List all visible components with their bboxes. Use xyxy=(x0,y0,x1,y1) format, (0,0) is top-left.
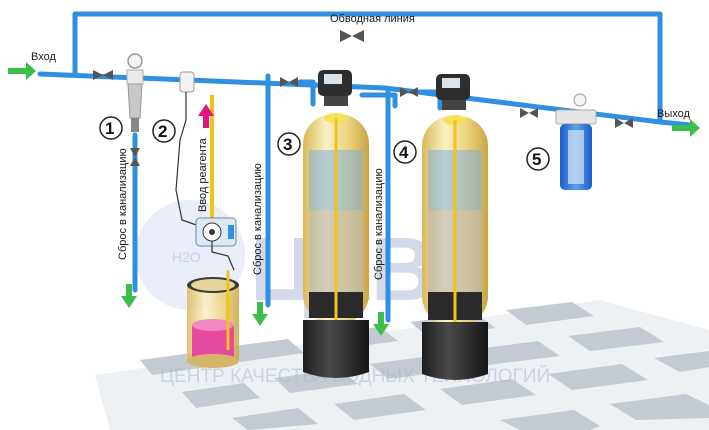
tank3-to-tank4 xyxy=(359,92,398,109)
component-2-dosing-pump xyxy=(175,71,237,271)
valve-tank3 xyxy=(280,77,298,87)
watermark-h2o: H2O xyxy=(172,249,201,265)
component-1-mesh-filter xyxy=(126,53,144,132)
outlet-pipe xyxy=(657,119,693,128)
inlet-arrow xyxy=(8,62,36,80)
drain-arrow-3 xyxy=(252,302,268,326)
outlet-arrow xyxy=(672,119,700,137)
label-drain-3: Сброс в канализацию xyxy=(252,163,264,275)
component-3-filter-tank xyxy=(303,70,369,378)
drain-arrow-4 xyxy=(373,312,389,336)
component-4-filter-tank xyxy=(422,74,488,380)
badge-5: 5 xyxy=(532,150,541,169)
badge-1: 1 xyxy=(105,119,114,138)
badge-3: 3 xyxy=(283,135,292,154)
drain-arrow-1 xyxy=(121,284,137,308)
valves xyxy=(93,30,633,166)
valve-inlet xyxy=(93,70,113,80)
label-reagent: Ввод реагента xyxy=(197,137,209,212)
feed-to-tank3 xyxy=(297,79,316,107)
labels: Обводная линия Вход Выход Сброс в канали… xyxy=(31,13,690,280)
valve-tank4 xyxy=(400,87,418,97)
label-inlet: Вход xyxy=(31,51,56,63)
reagent-arrow xyxy=(198,104,214,128)
label-drain-4: Сброс в канализацию xyxy=(373,168,385,280)
bypass-pipe xyxy=(72,11,663,125)
component-5-cartridge-filter xyxy=(555,93,597,190)
badge-4: 4 xyxy=(399,143,409,162)
valve-bypass xyxy=(340,30,364,42)
valve-out2 xyxy=(615,118,633,128)
label-drain-1: Сброс в канализацию xyxy=(117,148,129,260)
label-outlet: Выход xyxy=(657,108,690,120)
reagent-tank xyxy=(187,270,239,368)
valve-out1 xyxy=(520,108,538,118)
flow-arrows xyxy=(8,62,700,336)
label-bypass: Обводная линия xyxy=(330,13,415,25)
badge-2: 2 xyxy=(158,122,167,141)
number-badges: 1 2 3 4 5 xyxy=(99,116,550,171)
valve-drain1 xyxy=(130,148,140,166)
